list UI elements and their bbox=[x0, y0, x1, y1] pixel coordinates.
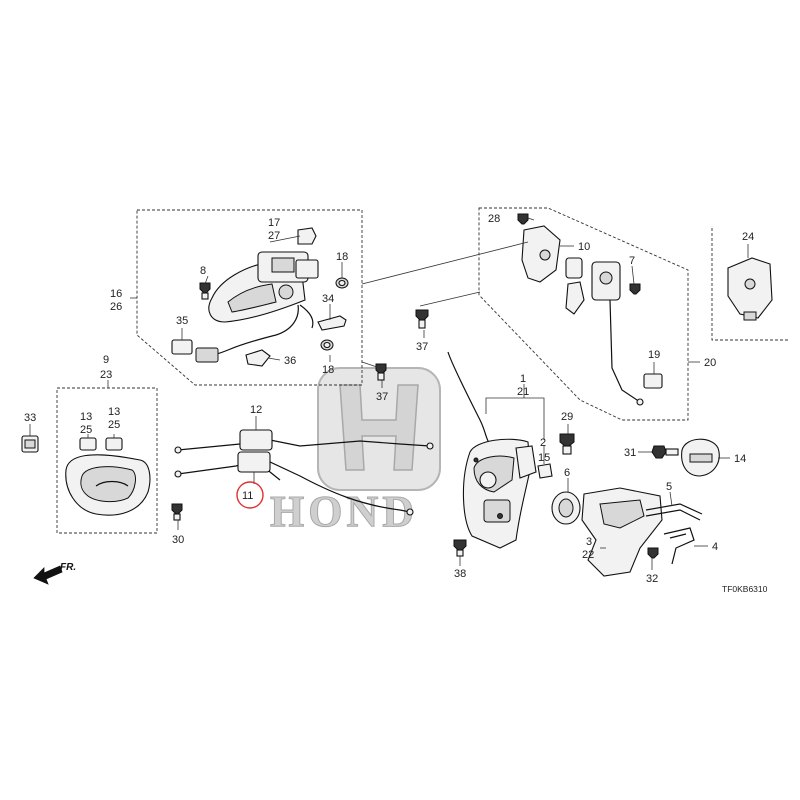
label-28: 28 bbox=[488, 213, 500, 225]
label-30: 30 bbox=[172, 534, 184, 546]
label-18-bottom: 18 bbox=[322, 364, 334, 376]
arrow-icon bbox=[33, 565, 63, 585]
part-7-screw[interactable] bbox=[629, 283, 641, 295]
label-5: 5 bbox=[666, 481, 672, 493]
label-15: 15 bbox=[538, 452, 550, 464]
part-8-bolt[interactable] bbox=[199, 282, 211, 300]
label-35: 35 bbox=[176, 315, 188, 327]
part-4-rod[interactable] bbox=[663, 527, 695, 565]
label-33: 33 bbox=[24, 412, 36, 424]
label-21: 21 bbox=[517, 386, 529, 398]
part-29-bolt[interactable] bbox=[559, 433, 575, 455]
part-24-bracket[interactable] bbox=[727, 257, 773, 321]
part-28-screw[interactable] bbox=[517, 213, 529, 225]
latch-actuator-mechanism[interactable] bbox=[565, 257, 644, 406]
label-8: 8 bbox=[200, 265, 206, 277]
label-10: 10 bbox=[578, 241, 590, 253]
part-18-grommet-top[interactable] bbox=[335, 277, 349, 289]
diagram-code: TF0KB6310 bbox=[722, 584, 768, 594]
label-3: 3 bbox=[586, 536, 592, 548]
watermark-logo-h bbox=[339, 384, 419, 471]
label-6: 6 bbox=[564, 467, 570, 479]
part-19-clip[interactable] bbox=[643, 373, 663, 389]
label-32: 32 bbox=[646, 573, 658, 585]
part-35-cap[interactable] bbox=[171, 339, 193, 355]
outer-handle-assembly[interactable] bbox=[195, 251, 319, 363]
part-13-clip-left[interactable] bbox=[79, 437, 97, 451]
part-37-bolt-upper[interactable] bbox=[375, 363, 387, 381]
label-2: 2 bbox=[540, 437, 546, 449]
label-4: 4 bbox=[712, 541, 718, 553]
part-10-latch-bracket[interactable] bbox=[521, 225, 561, 283]
callout-labels: 17 27 8 18 16 26 34 35 36 18 37 37 9 23 … bbox=[24, 213, 754, 585]
part-34-clip[interactable] bbox=[317, 315, 347, 331]
latch-actuator-group-box bbox=[478, 207, 689, 421]
label-12: 12 bbox=[250, 404, 262, 416]
direction-label: FR. bbox=[60, 562, 76, 573]
part-11-cable[interactable] bbox=[174, 451, 414, 516]
label-14: 14 bbox=[734, 453, 746, 465]
part-33-cap[interactable] bbox=[21, 435, 39, 453]
brand-watermark: HOND bbox=[270, 367, 441, 537]
part-14-striker[interactable] bbox=[681, 438, 720, 477]
part-38-bolt[interactable] bbox=[453, 539, 467, 557]
label-29: 29 bbox=[561, 411, 573, 423]
label-26: 26 bbox=[110, 301, 122, 313]
label-37-upper: 37 bbox=[376, 391, 388, 403]
part-3-latch-cover[interactable] bbox=[581, 487, 663, 577]
part-6-grommet[interactable] bbox=[551, 491, 581, 525]
part-36-clip[interactable] bbox=[245, 349, 271, 367]
leader-lines bbox=[29, 217, 749, 570]
label-22: 22 bbox=[582, 549, 594, 561]
label-13-right: 13 bbox=[108, 406, 120, 418]
outer-handle-group-box bbox=[136, 209, 363, 386]
front-direction-arrow: FR. bbox=[33, 562, 76, 585]
label-24: 24 bbox=[742, 231, 754, 243]
label-31: 31 bbox=[624, 447, 636, 459]
label-11: 11 bbox=[242, 490, 253, 502]
part-12-cable[interactable] bbox=[174, 429, 434, 454]
label-25-right: 25 bbox=[108, 419, 120, 431]
watermark-text: HOND bbox=[270, 487, 418, 536]
part-30-screw[interactable] bbox=[171, 503, 183, 521]
label-36: 36 bbox=[284, 355, 296, 367]
label-19: 19 bbox=[648, 349, 660, 361]
part-17-bracket[interactable] bbox=[297, 227, 317, 245]
label-23: 23 bbox=[100, 369, 112, 381]
label-9: 9 bbox=[103, 354, 109, 366]
part-31-bolt[interactable] bbox=[651, 445, 679, 459]
part-37-bolt-lower[interactable] bbox=[415, 309, 429, 329]
label-13-left: 13 bbox=[80, 411, 92, 423]
part-32-screw[interactable] bbox=[647, 547, 659, 559]
inner-handle-assembly[interactable] bbox=[65, 454, 151, 516]
label-18-top: 18 bbox=[336, 251, 348, 263]
inner-handle-group-box bbox=[56, 387, 158, 534]
label-17: 17 bbox=[268, 217, 280, 229]
label-20: 20 bbox=[704, 357, 716, 369]
part-15-clip[interactable] bbox=[537, 463, 553, 479]
label-37-lower: 37 bbox=[416, 341, 428, 353]
highlight-circle bbox=[236, 481, 264, 509]
label-27: 27 bbox=[268, 230, 280, 242]
label-25-left: 25 bbox=[80, 424, 92, 436]
label-7: 7 bbox=[629, 255, 635, 267]
label-1: 1 bbox=[520, 373, 526, 385]
part-13-clip-right[interactable] bbox=[105, 437, 123, 451]
part-18-grommet-bottom[interactable] bbox=[320, 339, 334, 351]
part-5-rod[interactable] bbox=[645, 503, 703, 521]
label-34: 34 bbox=[322, 293, 334, 305]
part-1-door-latch[interactable] bbox=[447, 351, 537, 549]
label-16: 16 bbox=[110, 288, 122, 300]
label-38: 38 bbox=[454, 568, 466, 580]
part-24-group-box bbox=[711, 228, 790, 341]
